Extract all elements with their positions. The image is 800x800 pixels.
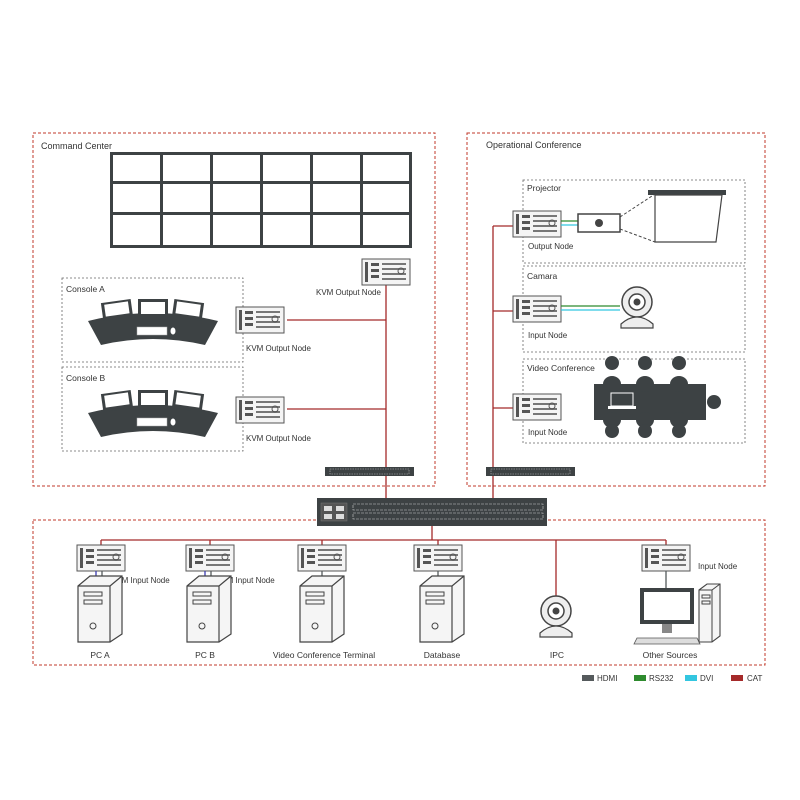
legend-swatch-dvi [685, 675, 697, 681]
cat-bus-bottom [100, 526, 667, 596]
input-node-other-label: Input Node [698, 562, 738, 571]
source-ipc: IPC [550, 650, 564, 660]
pc-a-tower-icon [77, 575, 123, 643]
console-a-title: Console A [66, 284, 105, 294]
command-center-title: Command Center [41, 141, 112, 151]
source-database: Database [424, 650, 461, 660]
operational-conference-zone [466, 132, 766, 487]
cat-lines-operational [492, 225, 513, 470]
projection-screen [648, 190, 726, 243]
console-a-desk [88, 298, 218, 345]
input-node-camera-label: Input Node [528, 331, 568, 340]
source-vc-terminal: Video Conference Terminal [273, 650, 375, 660]
source-pc-a: PC A [90, 650, 110, 660]
console-b-area [61, 366, 244, 452]
kvm-output-node-a-label: KVM Output Node [246, 344, 311, 353]
kvm-output-node-a [235, 306, 285, 334]
video-conference-title: Video Conference [527, 363, 595, 373]
console-b-desk [88, 389, 218, 437]
input-node-vc-label: Input Node [528, 428, 568, 437]
conference-table-icon [594, 356, 721, 438]
workstation-monitor-icon [633, 588, 701, 645]
kvm-input-node-pc-b [185, 544, 235, 572]
switch-operational [486, 467, 575, 476]
camera-title: Camara [527, 271, 558, 281]
legend-swatch-hdmi [582, 675, 594, 681]
source-other: Other Sources [643, 650, 698, 660]
input-node-vc [512, 393, 562, 421]
kvm-input-node-pc-a-label: KVM Input Node [111, 576, 170, 585]
ipc-camera-icon [539, 595, 573, 638]
kvm-output-node-b-label: KVM Output Node [246, 434, 311, 443]
legend: HDMI RS232 DVI CAT [582, 674, 763, 683]
kvm-output-node-wall [361, 258, 411, 286]
legend-label-hdmi: HDMI [597, 674, 617, 683]
input-node-vc-terminal [297, 544, 347, 572]
output-node-projector [512, 210, 562, 238]
projector-device [561, 193, 656, 243]
output-node-projector-label: Output Node [528, 242, 574, 251]
kvm-input-node-pc-a [76, 544, 126, 572]
operational-conference-title: Operational Conference [486, 140, 582, 150]
kvm-output-node-wall-label: KVM Output Node [316, 288, 381, 297]
legend-swatch-rs232 [634, 675, 646, 681]
console-a-area [61, 277, 244, 363]
legend-label-cat: CAT [747, 674, 763, 683]
input-node-database [413, 544, 463, 572]
video-wall [110, 152, 412, 248]
kvm-output-node-b [235, 396, 285, 424]
command-center-zone [32, 132, 436, 487]
workstation-tower-icon [698, 583, 721, 643]
vc-terminal-tower-icon [299, 575, 345, 643]
input-node-other [641, 544, 691, 572]
conference-camera-icon [620, 286, 654, 329]
switch-command-center [325, 467, 414, 476]
console-b-title: Console B [66, 373, 106, 383]
cat-lines-command-center [287, 284, 387, 470]
projector-title: Projector [527, 183, 561, 193]
legend-swatch-cat [731, 675, 743, 681]
database-tower-icon [419, 575, 465, 643]
source-pc-b: PC B [195, 650, 215, 660]
main-switch [317, 498, 547, 526]
input-node-camera [512, 295, 562, 323]
legend-label-rs232: RS232 [649, 674, 674, 683]
legend-label-dvi: DVI [700, 674, 713, 683]
kvm-input-node-pc-b-label: KVM Input Node [216, 576, 275, 585]
pc-b-tower-icon [186, 575, 232, 643]
camera-cables [561, 305, 620, 311]
